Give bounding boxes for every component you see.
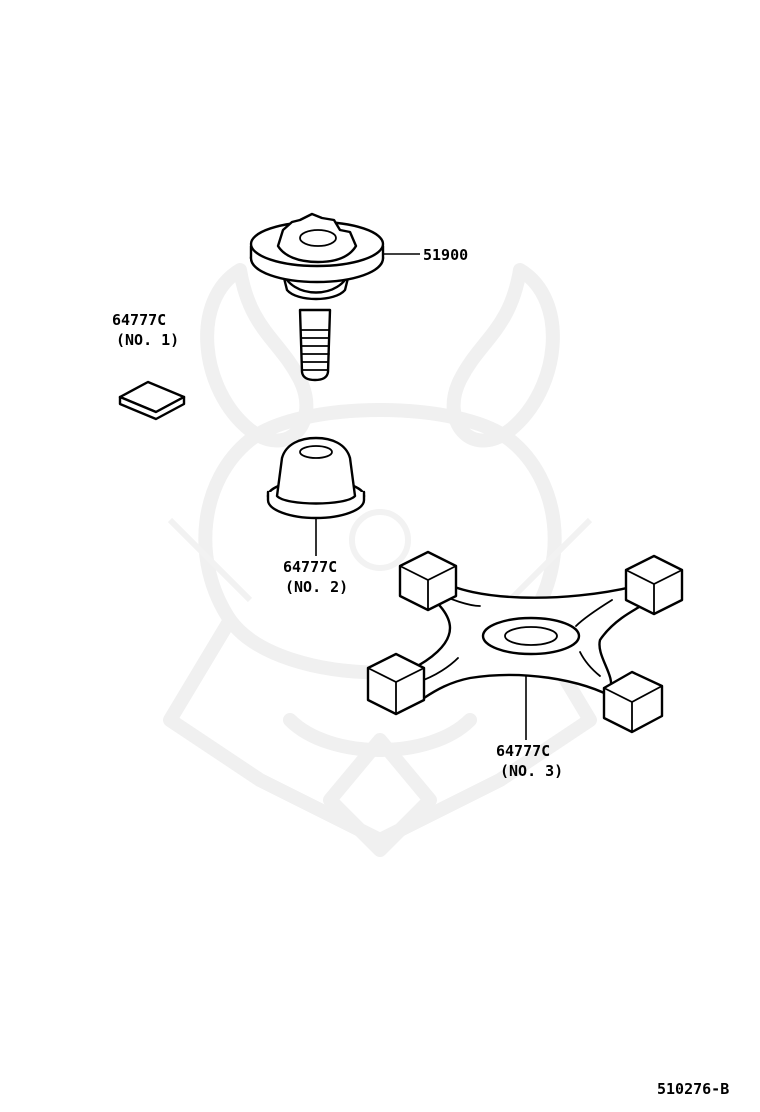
label-64777c-no3-code: 64777C	[496, 742, 550, 760]
label-64777c-no1-sub: (NO. 1)	[116, 331, 179, 349]
part-64777c-no2-cap	[266, 436, 366, 520]
part-64777c-no1-pad	[118, 380, 186, 421]
label-64777c-no1-code: 64777C	[112, 311, 166, 329]
label-64777c-no2-sub: (NO. 2)	[285, 578, 348, 596]
label-64777c-no2-code: 64777C	[283, 558, 337, 576]
label-64777c-no3-sub: (NO. 3)	[500, 762, 563, 780]
part-64777c-no3-base	[366, 550, 684, 734]
part-51900-jack-bolt	[249, 212, 385, 382]
diagram-code: 510276-B	[657, 1080, 729, 1098]
label-51900: 51900	[423, 246, 468, 264]
